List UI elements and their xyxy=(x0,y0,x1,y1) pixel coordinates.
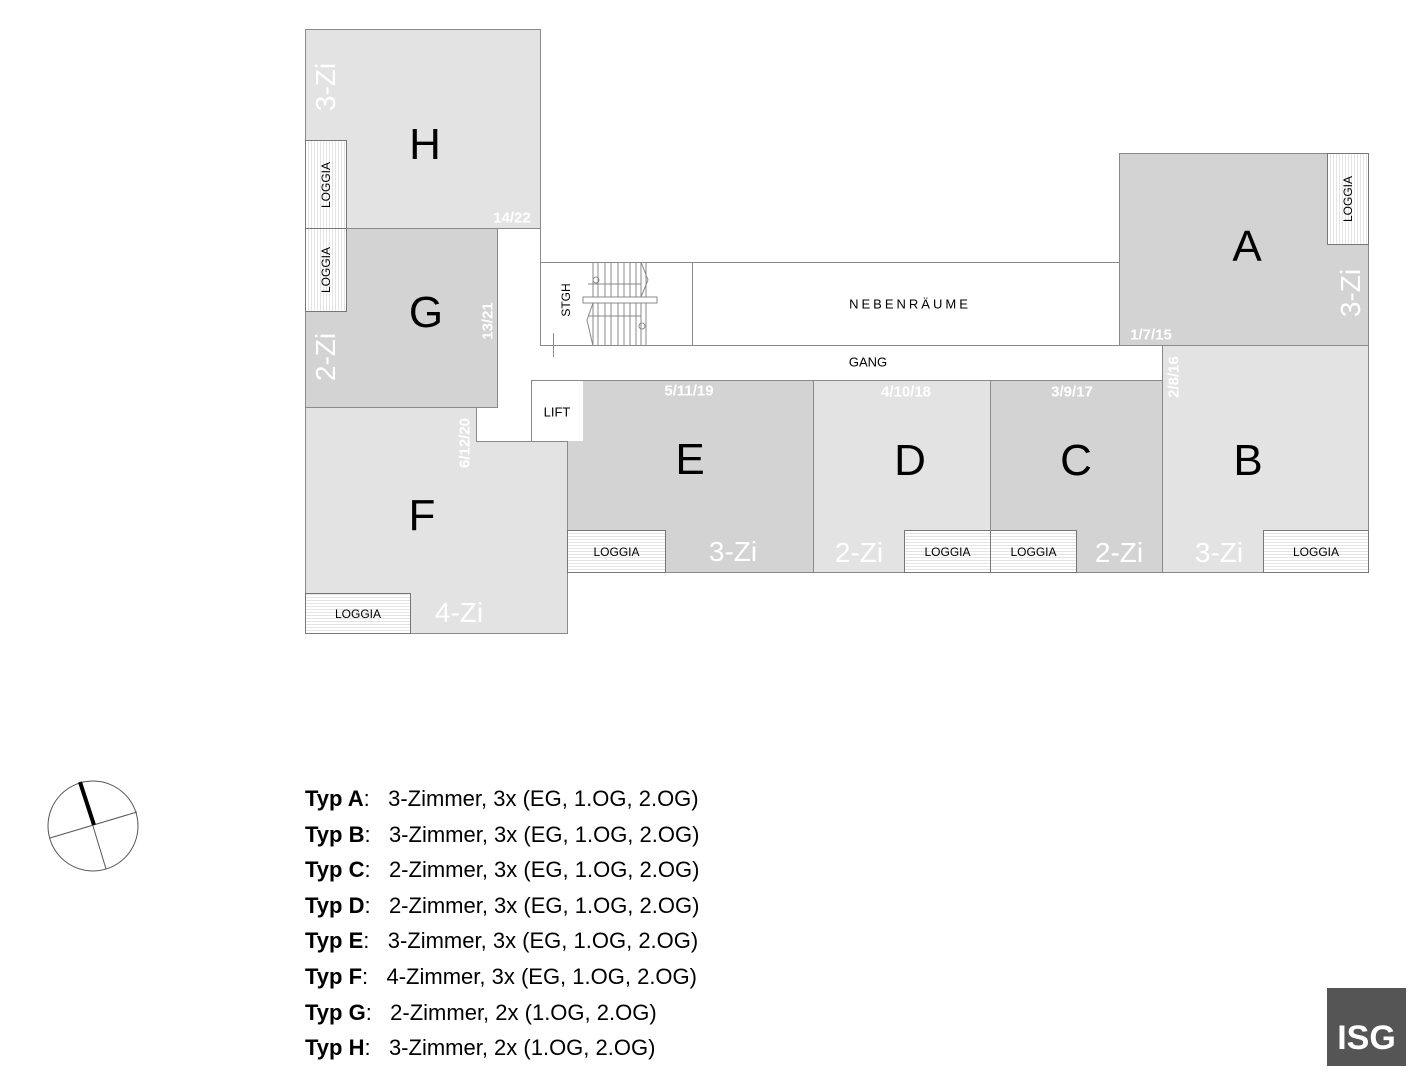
legend-row: Typ D: 2-Zimmer, 3x (EG, 1.OG, 2.OG) xyxy=(305,892,700,918)
corridor-label: GANG xyxy=(848,354,888,370)
loggia-h: LOGGIA xyxy=(305,140,347,229)
unit-rooms: 2-Zi xyxy=(834,537,884,568)
unit-letter: F xyxy=(408,491,436,540)
unit-rooms: 4-Zi xyxy=(434,597,484,628)
loggia-g: LOGGIA xyxy=(305,228,347,312)
unit-rooms: 3-Zi xyxy=(1194,537,1244,568)
unit-type-legend: Typ A: 3-Zimmer, 3x (EG, 1.OG, 2.OG) Typ… xyxy=(305,781,699,1066)
legend-row: Typ A: 3-Zimmer, 3x (EG, 1.OG, 2.OG) xyxy=(305,786,699,811)
unit-rooms: 3-Zi xyxy=(1335,268,1366,318)
unit-numbers: 6/12/20 xyxy=(456,417,474,469)
legend-row: Typ B: 3-Zimmer, 3x (EG, 1.OG, 2.OG) xyxy=(305,821,700,847)
unit-rooms: 2-Zi xyxy=(1094,537,1144,568)
legend-row: Typ F: 4-Zimmer, 3x (EG, 1.OG, 2.OG) xyxy=(305,963,697,989)
unit-numbers: 1/7/15 xyxy=(1130,326,1172,344)
loggia-label: LOGGIA xyxy=(1341,175,1356,223)
unit-numbers: 5/11/19 xyxy=(664,382,714,400)
unit-numbers: 2/8/16 xyxy=(1165,356,1183,398)
loggia-a: LOGGIA xyxy=(1327,153,1369,245)
legend-row: Typ E: 3-Zimmer, 3x (EG, 1.OG, 2.OG) xyxy=(305,928,699,954)
north-arrow-icon xyxy=(47,780,139,872)
loggia-label: LOGGIA xyxy=(319,246,334,294)
unit-rooms: 3-Zi xyxy=(708,536,758,567)
unit-numbers: 13/21 xyxy=(479,302,497,340)
loggia-label: LOGGIA xyxy=(1292,544,1339,559)
loggia-f: LOGGIA xyxy=(305,593,411,634)
loggia-e: LOGGIA xyxy=(567,530,666,573)
unit-rooms: 3-Zi xyxy=(310,62,341,112)
unit-letter: B xyxy=(1233,436,1263,485)
unit-numbers: 14/22 xyxy=(493,209,531,227)
stair-label: STGH xyxy=(559,283,573,317)
loggia-label: LOGGIA xyxy=(1010,544,1057,559)
isg-logo: ISG xyxy=(1327,988,1406,1066)
unit-numbers: 3/9/17 xyxy=(1051,383,1093,401)
staircase-icon xyxy=(582,262,658,347)
loggia-label: LOGGIA xyxy=(924,544,971,559)
unit-letter: G xyxy=(408,288,444,337)
lift: LIFT xyxy=(531,380,584,442)
unit-letter: H xyxy=(409,120,441,169)
loggia-b: LOGGIA xyxy=(1263,530,1369,573)
loggia-label: LOGGIA xyxy=(334,606,381,621)
service-block xyxy=(540,262,1120,346)
lift-label: LIFT xyxy=(543,404,571,420)
storage-label: NEBENRÄUME xyxy=(849,296,971,312)
legend-row: Typ C: 2-Zimmer, 3x (EG, 1.OG, 2.OG) xyxy=(305,857,700,883)
loggia-c: LOGGIA xyxy=(990,530,1077,573)
unit-letter: D xyxy=(894,436,926,485)
legend-row: Typ G: 2-Zimmer, 2x (1.OG, 2.OG) xyxy=(305,999,657,1025)
unit-letter: C xyxy=(1060,436,1092,485)
legend-row: Typ H: 3-Zimmer, 2x (1.OG, 2.OG) xyxy=(305,1035,656,1061)
unit-numbers: 4/10/18 xyxy=(880,383,932,401)
loggia-label: LOGGIA xyxy=(319,161,334,208)
unit-letter: E xyxy=(675,435,705,484)
loggia-d: LOGGIA xyxy=(904,530,991,573)
loggia-label: LOGGIA xyxy=(593,544,640,559)
unit-letter: A xyxy=(1232,222,1262,271)
unit-rooms: 2-Zi xyxy=(310,332,341,382)
